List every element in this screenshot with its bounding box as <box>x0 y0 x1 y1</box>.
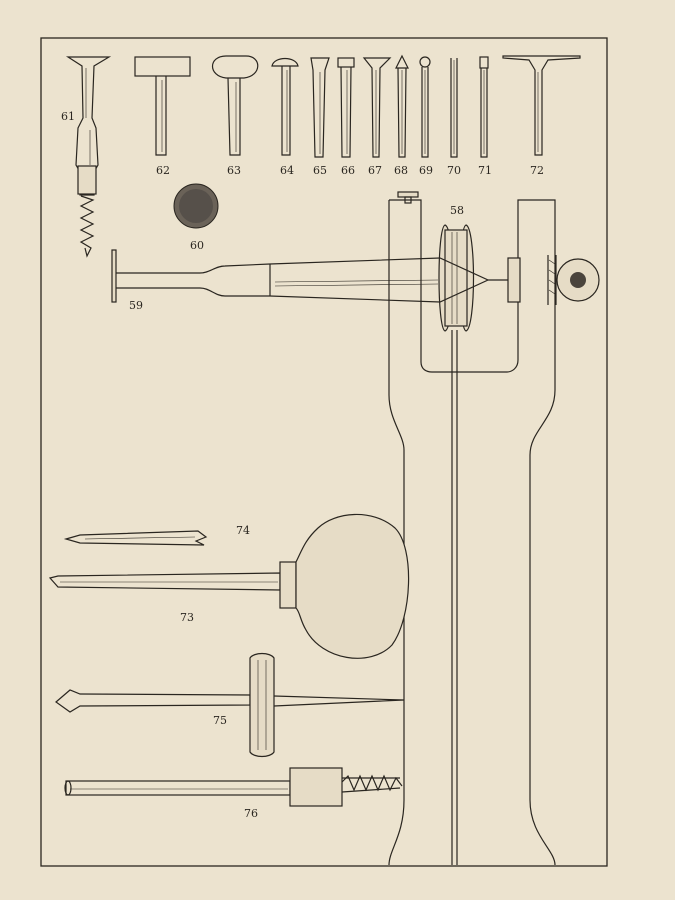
spindle-fig-59 <box>111 249 508 303</box>
label-64: 64 <box>280 164 294 177</box>
label-74: 74 <box>236 524 250 537</box>
label-63: 63 <box>227 164 241 177</box>
label-75: 75 <box>213 714 227 727</box>
label-58: 58 <box>450 204 464 217</box>
cross-bit-fig-75 <box>55 652 405 758</box>
screw-rod-fig-76 <box>64 767 403 807</box>
label-60: 60 <box>190 239 204 252</box>
dome-punch-fig-64 <box>271 57 299 156</box>
label-68: 68 <box>394 164 408 177</box>
auger-tool-fig-61 <box>65 56 112 258</box>
label-61: 61 <box>61 110 75 123</box>
fishtail-tool-fig-67 <box>362 57 392 158</box>
square-punch-fig-66 <box>337 57 355 158</box>
wide-scraper-fig-72 <box>502 55 581 156</box>
round-head-tool-fig-63 <box>211 55 259 156</box>
square-tip-tool-fig-71 <box>479 56 489 158</box>
ball-tool-fig-69 <box>419 56 431 158</box>
turning-tool-fig-73 <box>48 513 410 659</box>
pointed-rod-fig-74 <box>63 530 208 546</box>
label-72: 72 <box>530 164 544 177</box>
frame-fig-58 <box>388 191 600 866</box>
label-62: 62 <box>156 164 170 177</box>
taper-chisel-fig-65 <box>310 57 330 158</box>
label-71: 71 <box>478 164 492 177</box>
label-65: 65 <box>313 164 327 177</box>
disk-fig-60 <box>173 183 219 229</box>
t-tool-fig-62 <box>134 56 191 156</box>
label-59: 59 <box>129 299 143 312</box>
label-76: 76 <box>244 807 258 820</box>
label-73: 73 <box>180 611 194 624</box>
plate-border <box>40 37 608 867</box>
label-66: 66 <box>341 164 355 177</box>
label-67: 67 <box>368 164 382 177</box>
label-70: 70 <box>447 164 461 177</box>
rod-tool-fig-70 <box>450 58 458 158</box>
pointed-tool-fig-68 <box>395 54 409 158</box>
label-69: 69 <box>419 164 433 177</box>
